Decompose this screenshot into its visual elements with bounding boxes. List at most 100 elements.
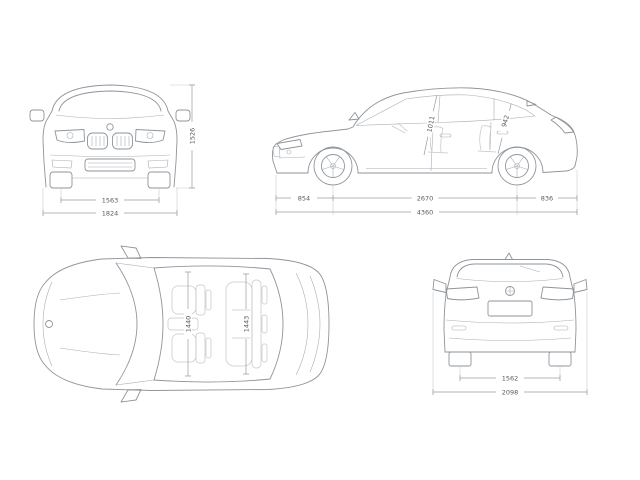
dim-label-bg [96, 196, 124, 204]
front-tire [313, 146, 353, 186]
dim-front-headroom: 1011 [423, 94, 438, 156]
rear-right-tire [548, 351, 572, 367]
front-right-tire [147, 171, 171, 189]
dim-overall-width: 1824 [42, 188, 178, 218]
dim-line [432, 389, 588, 395]
taillight-right [540, 286, 575, 301]
interior-silhouette [391, 122, 497, 154]
grille-slats [91, 136, 130, 146]
bmw-roundel-icon [106, 123, 114, 131]
rear-left-tire [448, 351, 472, 367]
rear-seat-profile [477, 125, 497, 153]
dim-label-bg [184, 310, 192, 338]
dim-label-front-overhang: 854 [298, 195, 310, 203]
side-glasshouse [355, 94, 536, 126]
dim-label-bg [188, 122, 196, 150]
side-grille [272, 145, 281, 158]
front-seat-1-cushion [171, 285, 197, 315]
spoiler-edge-arc [309, 275, 321, 373]
dim-line [459, 375, 561, 381]
rear-window-bottom [456, 278, 564, 283]
cowl-arc [115, 262, 138, 386]
dim-ext-lines [432, 292, 588, 395]
hatch-arc [295, 272, 309, 376]
dim-label-group: 1443 [242, 310, 251, 338]
dim-label-width-incl-mirrors: 2098 [502, 389, 519, 397]
rear-mirror-left [432, 279, 447, 293]
front-seat-2-back [195, 332, 206, 364]
rear-mirror-right [573, 279, 588, 293]
roof-antenna-fin [526, 100, 537, 107]
dim-label-bg [423, 110, 438, 138]
intake-slats [88, 162, 132, 168]
front-center-intake [84, 158, 136, 172]
front-wheel [313, 146, 353, 186]
side-headlight [276, 139, 303, 150]
front-right-scoop [147, 159, 169, 169]
dim-label-group: 942 [498, 109, 512, 133]
side-mirror [348, 112, 360, 121]
seats-plan [167, 279, 268, 369]
dim-label-bg [242, 310, 250, 338]
dim-label-bg [295, 194, 313, 202]
rear-left-side [443, 276, 451, 353]
side-view: 1011 942 854 2670 836 4360 [271, 87, 578, 217]
bmw-roundel-icon [45, 320, 53, 328]
dim-rear-track: 1562 [459, 367, 561, 383]
rear-window [456, 263, 564, 278]
dim-label-group: 1440 [184, 310, 193, 338]
front-seat-1-back [195, 284, 206, 316]
front-bumper-line [49, 154, 171, 157]
rear-window-arc [269, 268, 284, 380]
rear-roof-arc [449, 259, 571, 278]
top-mirror-left [120, 245, 142, 259]
dim-label-bg [538, 194, 556, 202]
side-body-outline [271, 87, 578, 174]
front-rim [321, 154, 345, 178]
b-pillar [437, 95, 441, 123]
steering-wheel [391, 122, 408, 134]
front-windshield [58, 90, 162, 112]
rear-wheel [497, 146, 537, 186]
dim-label-overall-width: 1824 [102, 210, 119, 218]
front-body-outline [42, 84, 178, 188]
dim-label-bg [411, 194, 439, 202]
dim-width-incl-mirrors: 2098 [432, 292, 588, 397]
front-fascia-arc [42, 281, 53, 367]
rear-door-seam [489, 121, 492, 151]
front-right-headlight [135, 129, 166, 143]
hood-crease-bottom [59, 347, 121, 356]
rear-wiper [519, 265, 541, 273]
rear-bench-dividers [231, 309, 251, 339]
dim-label-rear-track: 1562 [502, 375, 519, 383]
roof-side-edges [153, 265, 271, 383]
side-taillight [550, 116, 575, 134]
dim-label-front-headroom: 1011 [425, 115, 436, 133]
roof-front-edge [153, 267, 164, 381]
rear-headrest-3 [261, 343, 268, 363]
front-left-mirror [29, 109, 45, 122]
rear-view: 1562 2098 [432, 252, 588, 397]
front-spokes [322, 156, 344, 177]
dim-label-rear-overhang: 836 [541, 195, 553, 203]
dim-line [42, 210, 178, 216]
front-view: 1563 1824 1526 [29, 84, 197, 218]
front-wheel-arch [307, 147, 359, 174]
front-hood-line [55, 114, 165, 119]
front-seat-2-cushion [171, 333, 197, 363]
rear-tire [497, 146, 537, 186]
dim-label-front-interior-width: 1440 [185, 316, 193, 333]
headlight-lens-right [146, 132, 154, 139]
dim-line [423, 94, 438, 156]
dim-rear-interior-width: 1443 [242, 273, 251, 375]
kidney-grille-right [112, 132, 133, 150]
dim-line-rear-overhang [517, 195, 578, 201]
front-left-headlight [54, 129, 85, 143]
top-body-outline [33, 257, 330, 391]
dim-line [189, 84, 195, 189]
dim-rear-headroom: 942 [497, 103, 512, 155]
dim-label-bg [496, 388, 524, 396]
front-left-scoop [51, 159, 73, 169]
dim-line [60, 197, 160, 203]
